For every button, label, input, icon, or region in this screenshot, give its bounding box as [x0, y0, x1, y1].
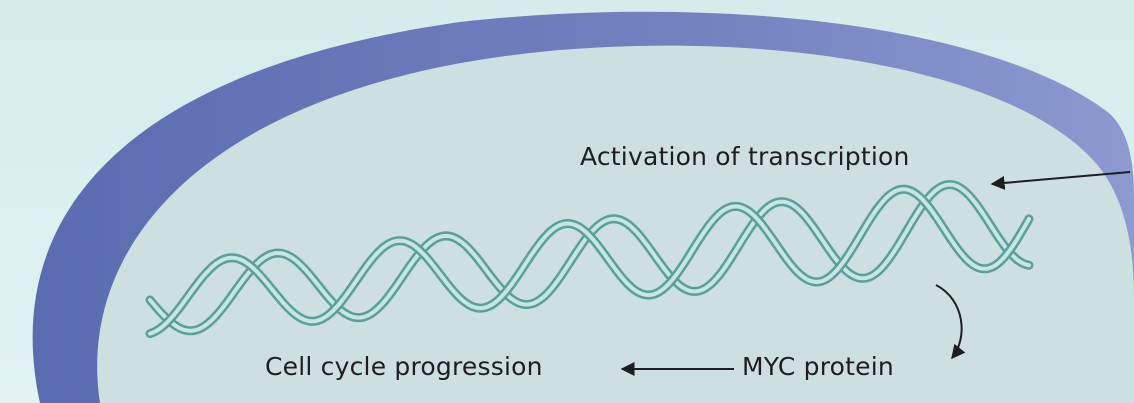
- cell-cycle-label: Cell cycle progression: [265, 352, 543, 382]
- activation-label: Activation of transcription: [580, 142, 910, 172]
- myc-protein-label: MYC protein: [742, 352, 894, 382]
